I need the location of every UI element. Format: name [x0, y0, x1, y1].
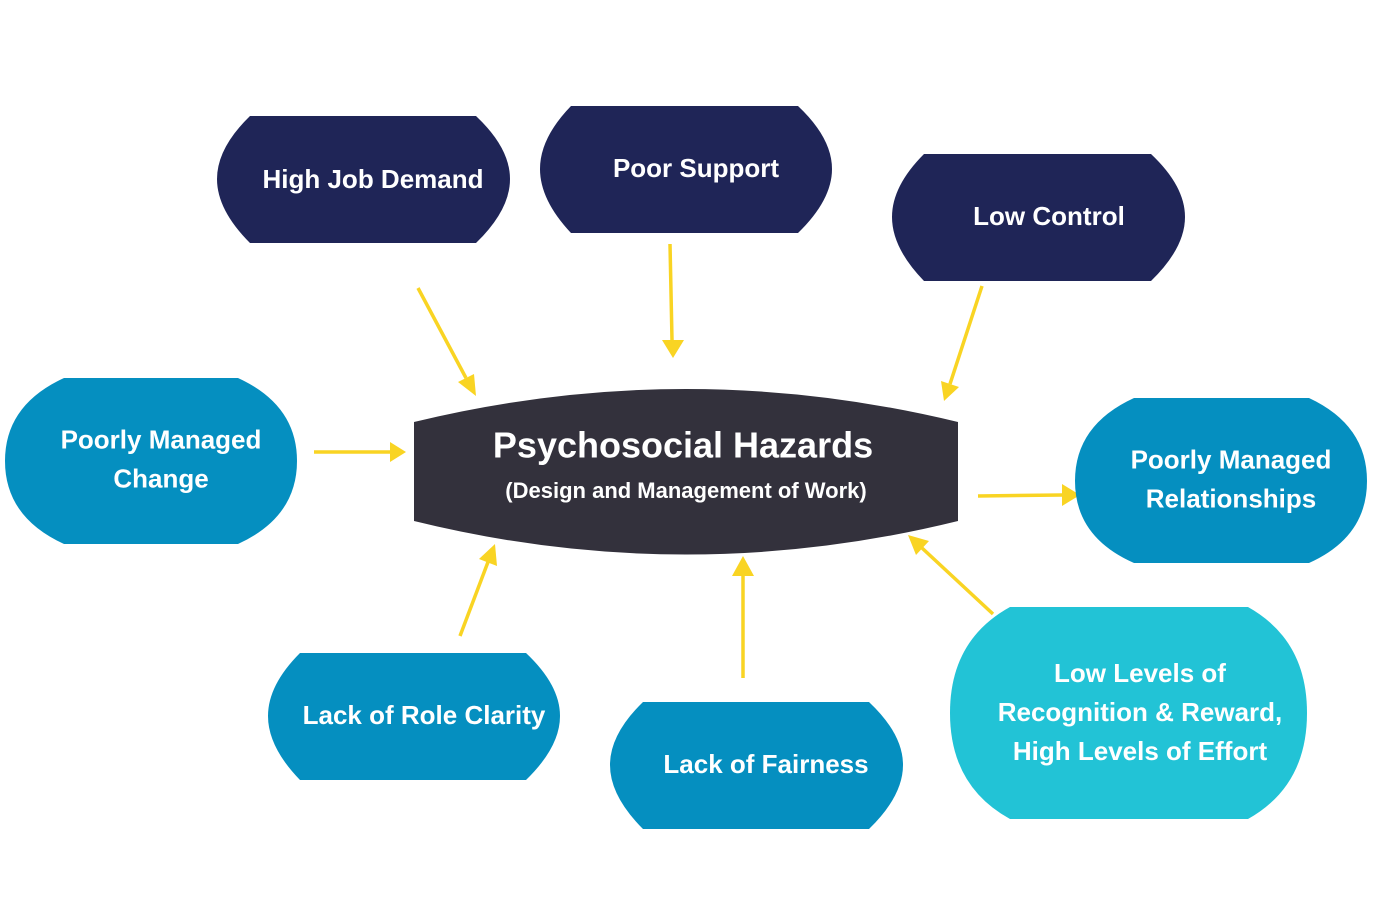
node-label-line: Lack of Role Clarity — [303, 700, 546, 730]
node-shape — [1075, 398, 1367, 563]
arrow-recognition-reward — [908, 535, 995, 616]
node-shape — [892, 154, 1185, 281]
node-shape — [217, 116, 510, 243]
node-label-line: Low Control — [973, 201, 1125, 231]
node-shape — [540, 106, 832, 233]
center-title: Psychosocial Hazards — [493, 425, 873, 466]
node-lack-of-fairness: Lack of Fairness — [610, 702, 903, 829]
node-label: Lack of Role Clarity — [303, 700, 546, 730]
node-shape — [610, 702, 903, 829]
node-label-line: Lack of Fairness — [663, 749, 868, 779]
node-shape — [268, 653, 560, 780]
arrow-high-job-demand — [416, 287, 476, 396]
node-label-line: High Levels of Effort — [1013, 736, 1268, 766]
arrow-lack-of-fairness — [732, 556, 754, 678]
arrow-poor-support — [662, 243, 684, 358]
center-shape — [414, 389, 958, 555]
node-label: Poor Support — [613, 153, 779, 183]
node-recognition-reward: Low Levels of Recognition & Reward, High L… — [950, 607, 1307, 819]
node-label-line: Poor Support — [613, 153, 779, 183]
node-label-line: High Job Demand — [262, 164, 483, 194]
arrow-low-control — [941, 285, 984, 401]
node-label-line: Recognition & Reward, — [998, 697, 1283, 727]
node-label: High Job Demand — [262, 164, 483, 194]
node-low-control: Low Control — [892, 154, 1185, 281]
arrow-poorly-managed-relationships — [977, 484, 1080, 506]
node-label: Low Levels of Recognition & Reward, High L… — [998, 658, 1283, 766]
arrow-poorly-managed-change — [314, 442, 406, 462]
node-poor-support: Poor Support — [540, 106, 832, 233]
arrow-lack-of-role-clarity — [458, 544, 497, 637]
node-shape — [5, 378, 297, 544]
node-label: Low Control — [973, 201, 1125, 231]
node-label: Lack of Fairness — [663, 749, 868, 779]
node-label-line: Change — [113, 463, 208, 493]
node-shape — [950, 607, 1307, 819]
node-label-line: Low Levels of — [1054, 658, 1226, 688]
node-label-line: Poorly Managed — [1131, 444, 1332, 474]
node-high-job-demand: High Job Demand — [217, 116, 510, 243]
node-label-line: Poorly Managed — [61, 424, 262, 454]
center-subtitle: (Design and Management of Work) — [505, 478, 866, 503]
node-label-line: Relationships — [1146, 483, 1316, 513]
node-lack-of-role-clarity: Lack of Role Clarity — [268, 653, 560, 780]
center-node: Psychosocial Hazards (Design and Managem… — [414, 389, 958, 555]
arrows — [314, 243, 1080, 678]
